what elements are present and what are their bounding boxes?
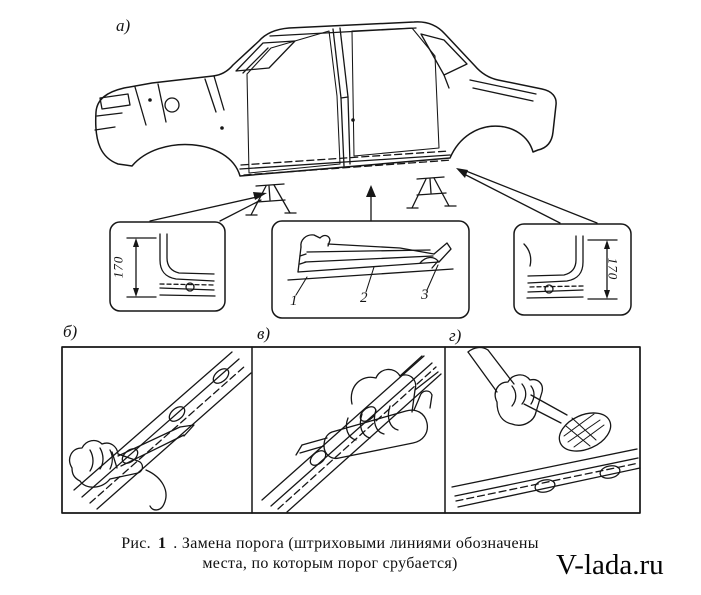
caption-text-line2: места, по которым порог срубается): [202, 555, 458, 572]
panel-v-air-chisel-drawing: [261, 355, 442, 513]
car-body-drawing: [94, 21, 557, 177]
caption-text-line1: . Замена порога (штриховыми линиями обоз…: [173, 535, 539, 552]
work-panels-frame: [61, 346, 641, 514]
detail-box-left: [109, 221, 226, 312]
part-number-3: 3: [421, 287, 429, 303]
panel-b-chiseling-drawing: [68, 351, 252, 511]
view-v-label: в): [257, 324, 271, 343]
jack-stand-right: [406, 176, 457, 209]
part-number-2: 2: [360, 290, 368, 306]
caption-figure-label: Рис.: [121, 535, 151, 552]
caption-figure-number: 1: [157, 535, 167, 552]
figure-caption: Рис. 1 . Замена порога (штриховыми линия…: [0, 535, 660, 573]
detail-box-middle: [271, 220, 470, 319]
jack-stand-left: [245, 183, 297, 216]
view-g-label: г): [449, 326, 462, 345]
callout-arrows: [149, 168, 598, 224]
site-watermark: V-lada.ru: [556, 549, 664, 581]
detail-box-right: [513, 223, 632, 316]
view-b-label: б): [63, 322, 78, 341]
view-a-label: а): [116, 16, 131, 35]
dimension-170-right: 170: [605, 257, 621, 281]
dimension-170-left: 170: [110, 255, 126, 279]
panel-g-dressing-drawing: [451, 346, 641, 508]
part-number-1: 1: [290, 293, 298, 309]
